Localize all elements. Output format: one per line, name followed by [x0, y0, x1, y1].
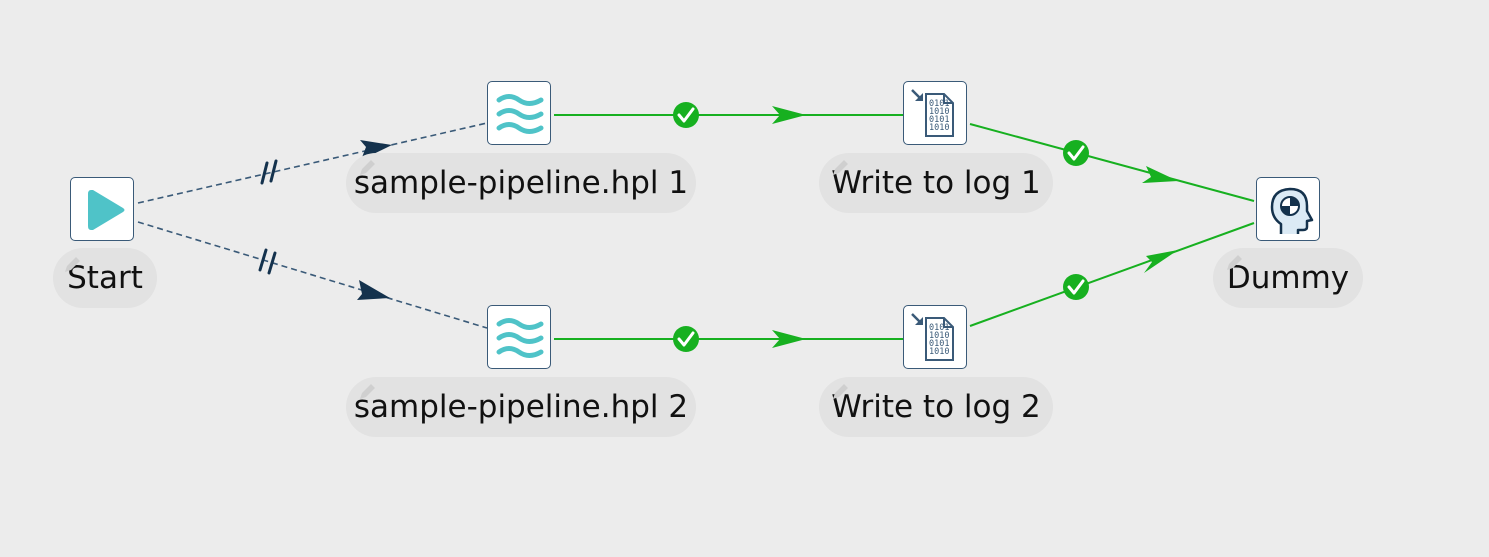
write-log-icon: 0101 1010 0101 1010 — [911, 89, 954, 137]
arrow-head — [357, 280, 390, 300]
check-icon — [673, 326, 699, 352]
pipeline-waves-icon — [496, 318, 544, 358]
node-start[interactable] — [70, 177, 134, 241]
parallel-icon — [260, 159, 278, 185]
check-icon — [1063, 274, 1089, 300]
node-label-pipeline-2[interactable]: sample-pipeline.hpl 2 — [346, 377, 696, 437]
hop-log1-dummy[interactable] — [969, 123, 1255, 202]
pipeline-waves-icon — [496, 94, 544, 134]
node-label-pipeline-1[interactable]: sample-pipeline.hpl 1 — [346, 153, 696, 213]
arrow-head — [1144, 250, 1178, 273]
pencil-icon — [360, 160, 375, 175]
pencil-icon — [833, 160, 848, 175]
arrow-head — [1142, 166, 1178, 183]
hop-pipeline2-log2[interactable] — [554, 326, 903, 352]
play-icon — [88, 190, 125, 230]
node-write-to-log-1[interactable]: 0101 1010 0101 1010 — [903, 81, 967, 145]
node-write-to-log-2[interactable]: 0101 1010 0101 1010 — [903, 305, 967, 369]
node-label-text: Write to log 2 — [831, 389, 1041, 425]
svg-text:0101: 0101 — [929, 323, 949, 333]
node-dummy[interactable] — [1256, 177, 1320, 241]
hop-start-pipeline2[interactable] — [137, 221, 488, 329]
node-label-start[interactable]: Start — [53, 248, 157, 308]
svg-text:1010: 1010 — [929, 107, 949, 117]
node-label-text: Start — [67, 260, 143, 296]
dummy-head-icon — [1270, 187, 1314, 234]
pencil-icon — [1227, 255, 1242, 270]
svg-text:0101: 0101 — [929, 115, 949, 125]
node-label-text: sample-pipeline.hpl 2 — [353, 389, 689, 425]
node-label-text: sample-pipeline.hpl 1 — [353, 165, 689, 201]
parallel-icon — [258, 248, 277, 275]
node-label-text: Write to log 1 — [831, 165, 1041, 201]
hop-log2-dummy[interactable] — [969, 222, 1255, 327]
check-icon — [1063, 140, 1089, 166]
svg-text:1010: 1010 — [929, 347, 949, 357]
pencil-icon — [833, 384, 848, 399]
svg-text:0101: 0101 — [929, 99, 949, 109]
write-log-icon: 0101 1010 0101 1010 — [911, 313, 954, 361]
svg-text:0101: 0101 — [929, 339, 949, 349]
arrow-head — [772, 106, 806, 124]
node-pipeline-2[interactable] — [487, 305, 551, 369]
node-label-write-to-log-2[interactable]: Write to log 2 — [819, 377, 1053, 437]
arrow-head — [772, 330, 806, 348]
node-label-write-to-log-1[interactable]: Write to log 1 — [819, 153, 1053, 213]
node-label-dummy[interactable]: Dummy — [1213, 248, 1363, 308]
svg-text:1010: 1010 — [929, 123, 949, 133]
node-pipeline-1[interactable] — [487, 81, 551, 145]
svg-text:1010: 1010 — [929, 331, 949, 341]
check-icon — [673, 102, 699, 128]
pencil-icon — [360, 384, 375, 399]
hop-pipeline1-log1[interactable] — [554, 102, 903, 128]
pencil-icon — [65, 257, 80, 272]
node-label-text: Dummy — [1226, 260, 1350, 296]
